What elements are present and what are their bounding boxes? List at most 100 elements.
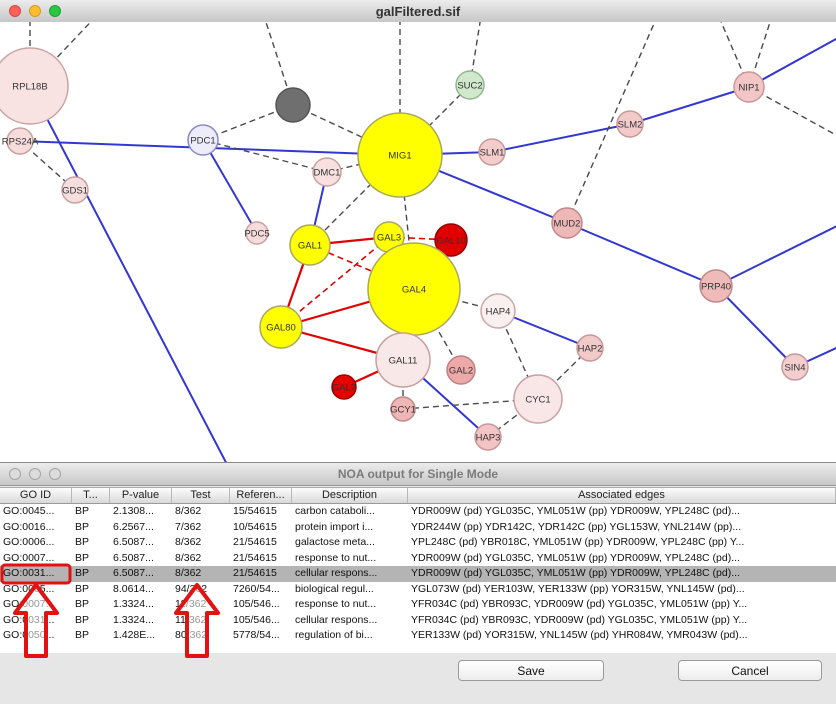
- column-header-p-value[interactable]: P-value: [110, 488, 172, 503]
- save-button[interactable]: Save: [458, 660, 604, 681]
- column-header-description[interactable]: Description: [292, 488, 408, 503]
- cell: 10/54615: [233, 520, 277, 533]
- cell: BP: [75, 551, 90, 564]
- column-header-associated-edges[interactable]: Associated edges: [408, 488, 836, 503]
- node-HAP4[interactable]: [480, 293, 516, 329]
- cell: cellular respons...: [295, 567, 378, 579]
- network-titlebar[interactable]: galFiltered.sif: [0, 0, 836, 23]
- node-RPS24A[interactable]: [6, 127, 34, 155]
- cell: YPL248C (pd) YBR018C, YML051W (pp) YDR00…: [411, 536, 745, 548]
- node-GAL11[interactable]: [375, 332, 431, 388]
- column-header-t-[interactable]: T...: [72, 488, 110, 503]
- cell: YDR244W (pp) YDR142C, YDR142C (pp) YGL15…: [411, 520, 742, 533]
- node-HAP3[interactable]: [474, 423, 502, 451]
- node-label: PDC1: [190, 136, 215, 147]
- cell: GO:0016...: [3, 520, 55, 533]
- cell: carbon cataboli...: [295, 505, 375, 517]
- node-SUC2[interactable]: [455, 70, 485, 100]
- close-button[interactable]: [9, 468, 21, 480]
- node-MIG1[interactable]: [357, 112, 443, 198]
- cell: 11/362: [175, 613, 207, 626]
- zoom-button[interactable]: [49, 468, 61, 480]
- edge-RPL18B-offscreen: [29, 22, 92, 87]
- cell: GO:0065...: [3, 582, 55, 595]
- node-HAP2[interactable]: [576, 334, 604, 362]
- node-label: GCY1: [390, 405, 416, 416]
- node-SLM2[interactable]: [616, 110, 644, 138]
- edge-MUD2-offscreen: [566, 22, 656, 224]
- edge-DMC1-PDC1: [202, 139, 328, 173]
- edge-SLM1-SLM2: [491, 123, 631, 153]
- cell: GO:0050...: [3, 629, 55, 641]
- cell: response to nut...: [295, 598, 377, 610]
- cell: YER133W (pd) YOR315W, YNL145W (pd) YHR08…: [411, 629, 748, 641]
- node-label: GAL80: [266, 323, 296, 334]
- cell: GO:0031...: [3, 613, 55, 626]
- node-label: NIP1: [738, 83, 759, 94]
- node-NIP1[interactable]: [733, 71, 765, 103]
- node-PDC5[interactable]: [245, 221, 269, 245]
- cell: cellular respons...: [295, 613, 378, 626]
- node-label: SLM1: [480, 148, 505, 159]
- node-label: SIN4: [784, 363, 805, 374]
- cell: BP: [75, 629, 90, 641]
- node-RPL18B[interactable]: [0, 47, 69, 125]
- minimize-button[interactable]: [29, 5, 41, 17]
- edge-GAL3-GAL80: [280, 236, 390, 328]
- node-GAL10[interactable]: [434, 223, 468, 257]
- node-label: DMC1: [314, 168, 341, 179]
- cell: 21/54615: [233, 567, 277, 579]
- cell: 1.3324...: [113, 598, 154, 610]
- node-GCY1[interactable]: [390, 396, 416, 422]
- zoom-button[interactable]: [49, 5, 61, 17]
- node-GDS1[interactable]: [61, 176, 89, 204]
- cancel-button[interactable]: Cancel: [678, 660, 822, 681]
- network-canvas[interactable]: RPL18BRPS24AGDS1PDC1DMC1MIG1SUC2SLM1SLM2…: [0, 22, 836, 462]
- node-DMC1[interactable]: [312, 157, 342, 187]
- cell: 8.0614...: [113, 582, 154, 595]
- edge-SLM2-NIP1: [629, 86, 750, 125]
- column-header-go-id[interactable]: GO ID: [0, 488, 72, 503]
- edge-MIG1-SUC2: [399, 84, 471, 156]
- node-PDC1[interactable]: [187, 124, 219, 156]
- traffic-lights: [9, 5, 61, 17]
- cell: GO:0006...: [3, 536, 55, 548]
- column-header-referen-[interactable]: Referen...: [230, 488, 292, 503]
- noa-titlebar[interactable]: NOA output for Single Mode: [0, 463, 836, 486]
- edge-NIP1-offscreen: [748, 37, 836, 88]
- node-label: SUC2: [457, 81, 482, 92]
- node-GAL1[interactable]: [289, 224, 331, 266]
- edge-PDC1-PDC5: [202, 139, 258, 234]
- node-CYC1[interactable]: [513, 374, 563, 424]
- node-PRP40[interactable]: [699, 269, 733, 303]
- node-SLM1[interactable]: [478, 138, 506, 166]
- column-header-test[interactable]: Test: [172, 488, 230, 503]
- cell: 11/362: [175, 598, 207, 610]
- node-label: GAL3: [377, 233, 401, 244]
- cell: 21/54615: [233, 551, 277, 564]
- minimize-button[interactable]: [29, 468, 41, 480]
- node-GAL80[interactable]: [259, 305, 303, 349]
- node-GAL7[interactable]: [331, 374, 357, 400]
- cell: YDR009W (pd) YGL035C, YML051W (pp) YDR00…: [411, 567, 740, 579]
- node-SIN4[interactable]: [781, 353, 809, 381]
- cell: BP: [75, 613, 90, 626]
- node-label: HAP3: [476, 433, 501, 444]
- node-MUD2[interactable]: [551, 207, 583, 239]
- node-label: HAP2: [578, 344, 603, 355]
- node-unlabeled[interactable]: [275, 87, 311, 123]
- node-GAL2[interactable]: [446, 355, 476, 385]
- close-button[interactable]: [9, 5, 21, 17]
- noa-traffic-lights: [9, 468, 61, 480]
- node-label: GAL10: [436, 236, 466, 247]
